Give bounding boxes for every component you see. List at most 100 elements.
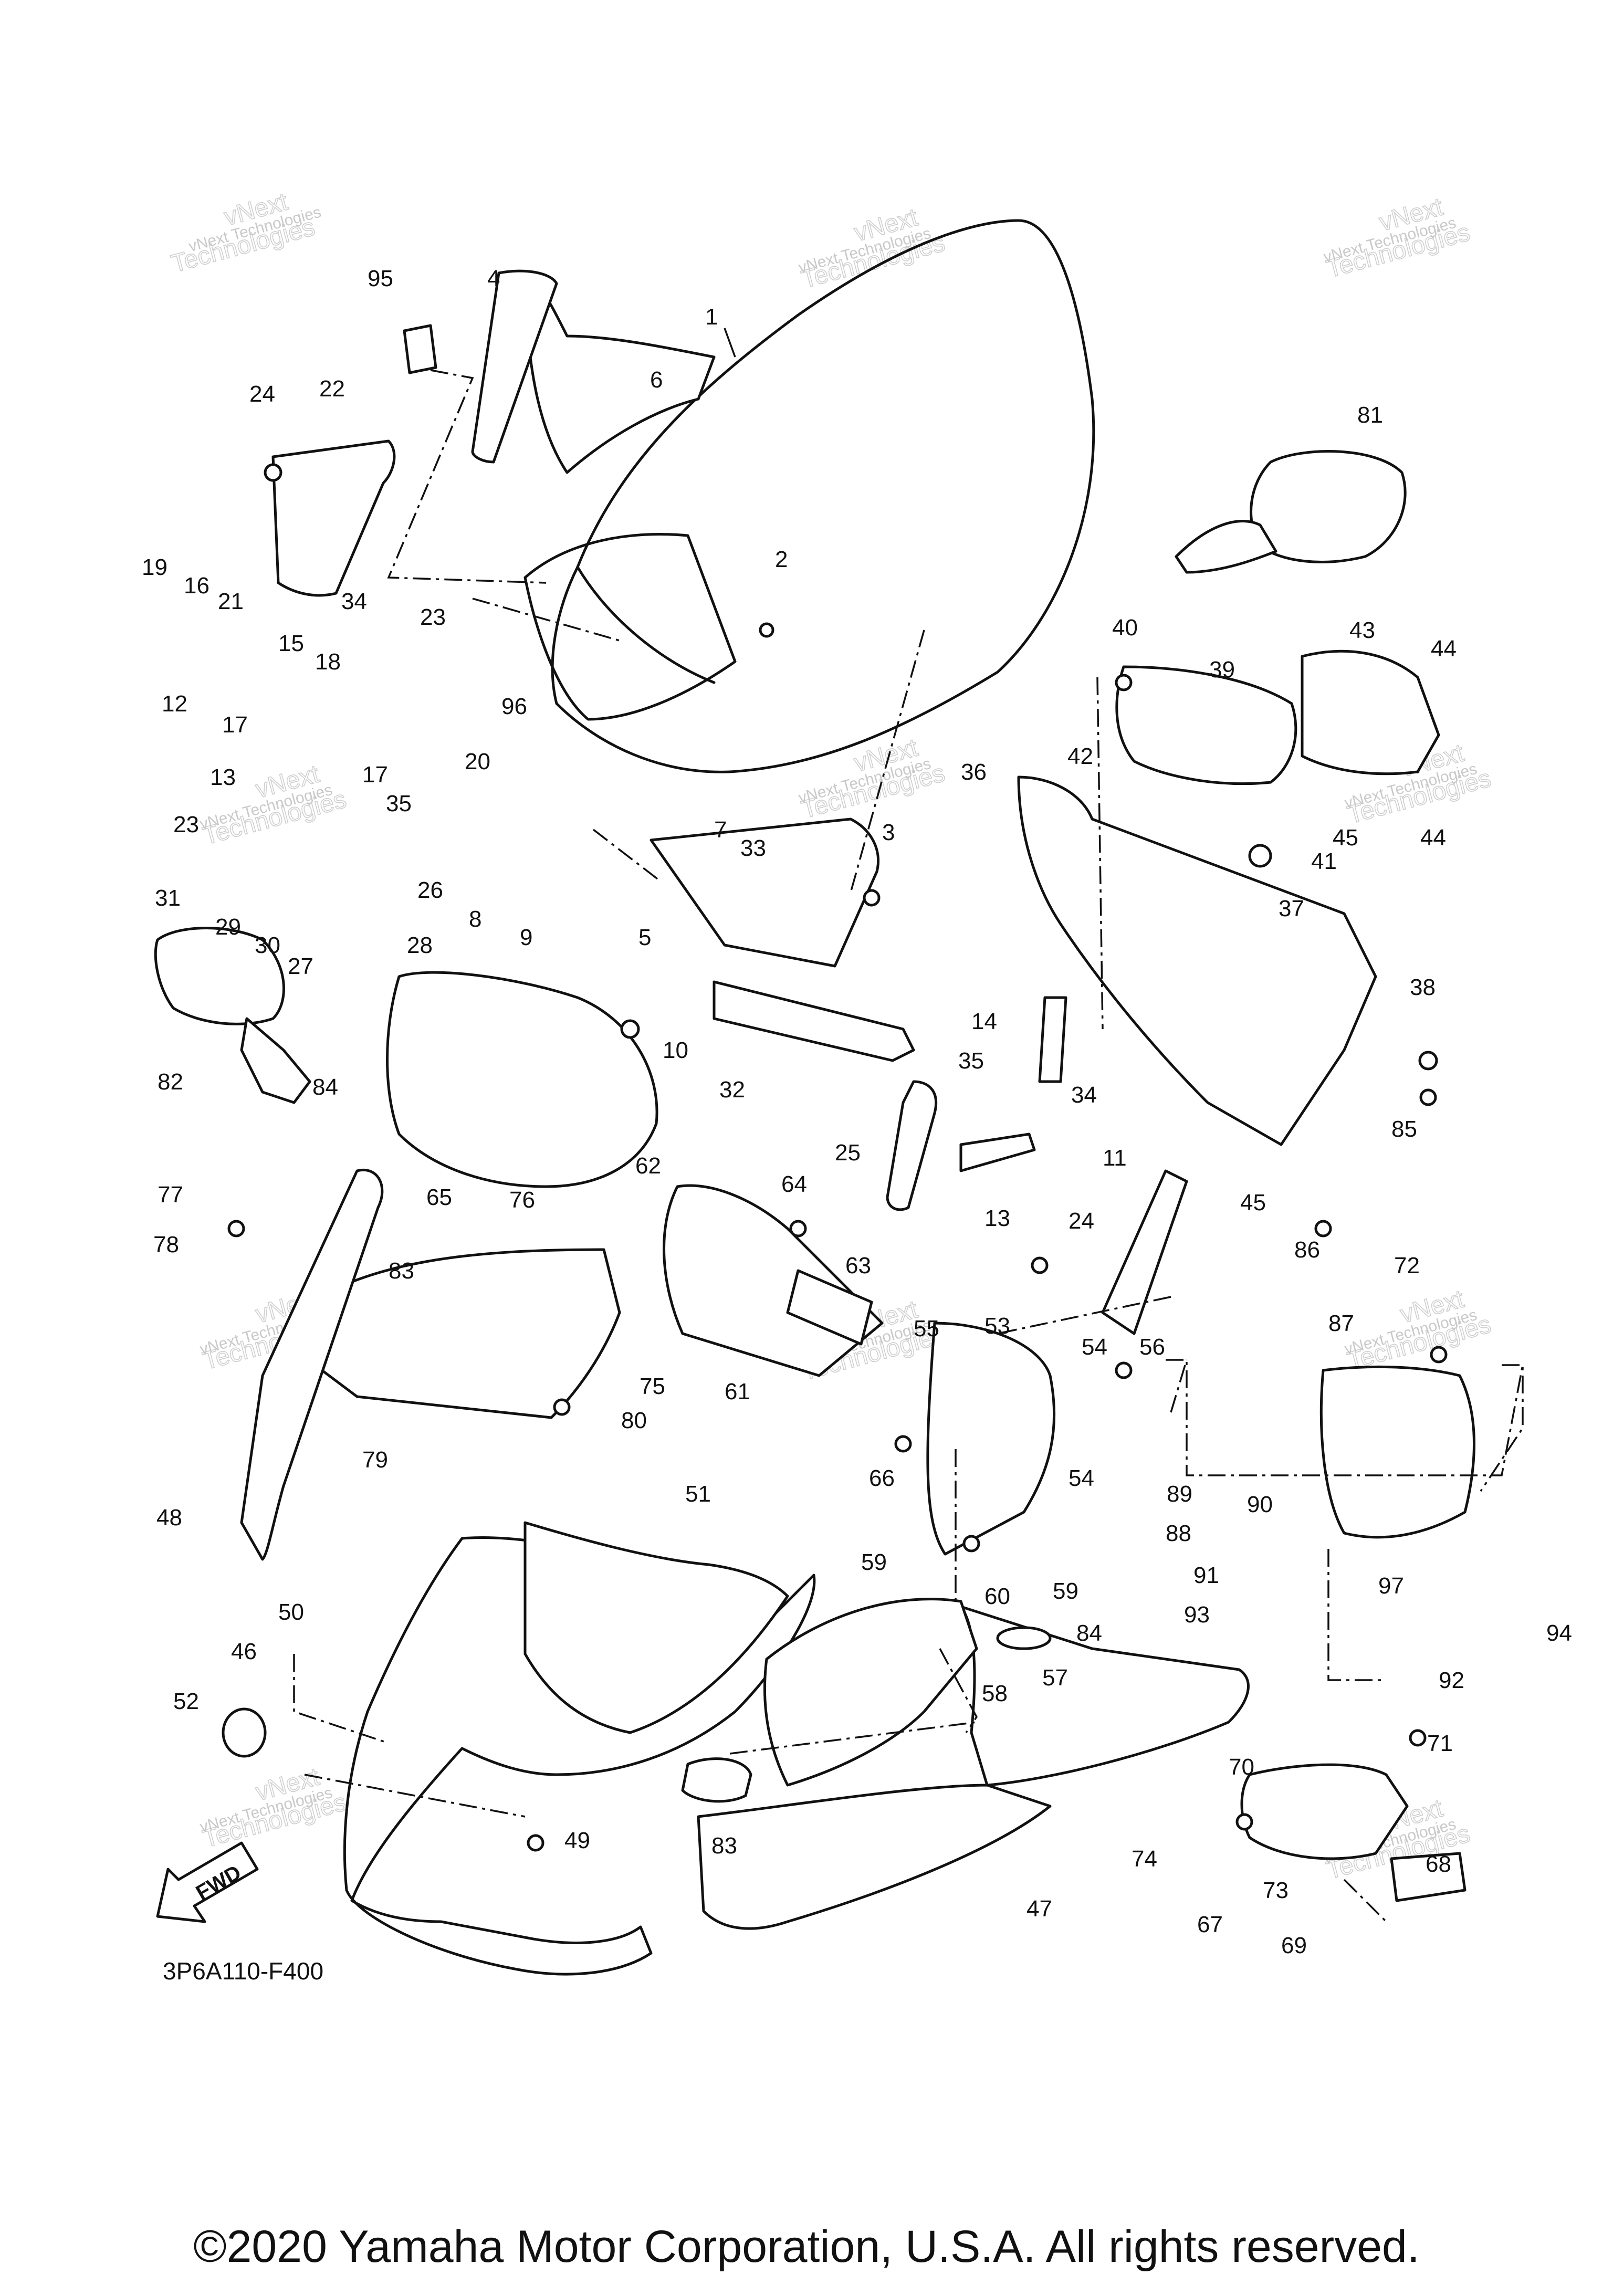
callout-84a: 84 <box>312 1074 338 1100</box>
callout-37: 37 <box>1279 896 1304 921</box>
callout-78: 78 <box>153 1232 179 1257</box>
callout-34a: 34 <box>341 589 367 614</box>
stay-32 <box>713 980 915 1062</box>
callout-65: 65 <box>426 1184 452 1210</box>
grommet-52 <box>222 1707 267 1758</box>
callout-24b: 24 <box>1069 1208 1094 1234</box>
mirror-right <box>1175 450 1407 574</box>
callout-44a: 44 <box>1431 636 1457 662</box>
callout-75: 75 <box>640 1374 665 1399</box>
callout-79: 79 <box>362 1447 388 1473</box>
inner-cowling <box>523 1521 789 1734</box>
callout-20: 20 <box>465 749 490 774</box>
callout-50: 50 <box>278 1599 304 1625</box>
bracket-73 <box>1240 1763 1409 1860</box>
callout-56: 56 <box>1139 1334 1165 1360</box>
dashed-lines <box>293 369 1524 1923</box>
callout-80: 80 <box>621 1408 647 1433</box>
duct-right <box>1301 649 1440 775</box>
duct-panel <box>471 269 558 464</box>
callout-6: 6 <box>650 367 663 393</box>
callout-58: 58 <box>982 1681 1008 1706</box>
copyright-footer: ©2020 Yamaha Motor Corporation, U.S.A. A… <box>193 2221 1420 2272</box>
callout-25: 25 <box>835 1140 861 1166</box>
callout-33: 33 <box>740 835 766 861</box>
callout-1: 1 <box>705 304 718 330</box>
callout-55: 55 <box>914 1316 939 1341</box>
rubber-83 <box>681 1757 752 1803</box>
callout-17a: 17 <box>222 712 248 738</box>
callout-84b: 84 <box>1076 1620 1102 1646</box>
callout-18: 18 <box>315 649 341 675</box>
callout-57: 57 <box>1042 1665 1068 1691</box>
under-cowling <box>697 1605 1250 1930</box>
callout-16: 16 <box>184 573 210 599</box>
callout-23a: 23 <box>420 604 446 630</box>
callouts: 1 2 3 4 5 6 7 8 9 10 11 12 13 13 14 15 1… <box>142 266 1572 1958</box>
callout-81: 81 <box>1357 402 1383 428</box>
callout-69: 69 <box>1281 1933 1307 1958</box>
callout-52: 52 <box>173 1689 199 1714</box>
callout-60: 60 <box>984 1584 1010 1609</box>
fwd-arrow-icon: FWD <box>156 1841 259 1923</box>
stay-63 <box>786 1269 873 1346</box>
callout-54a: 54 <box>1082 1334 1107 1360</box>
callout-12: 12 <box>162 691 187 717</box>
callout-77: 77 <box>158 1182 183 1208</box>
callout-22: 22 <box>319 376 345 402</box>
callout-45a: 45 <box>1333 825 1358 851</box>
callout-87: 87 <box>1328 1310 1354 1336</box>
callout-74: 74 <box>1132 1846 1157 1872</box>
callout-44b: 44 <box>1420 825 1446 851</box>
callout-41: 41 <box>1311 848 1337 874</box>
callout-8: 8 <box>469 906 481 932</box>
callout-14: 14 <box>971 1009 997 1034</box>
callout-46: 46 <box>231 1639 257 1664</box>
box-87 <box>1319 1365 1475 1539</box>
callout-97: 97 <box>1378 1573 1404 1599</box>
callout-89: 89 <box>1167 1481 1192 1507</box>
callout-83b: 83 <box>711 1833 737 1859</box>
callout-39: 39 <box>1209 657 1235 683</box>
panel-75 <box>292 1248 621 1419</box>
windshield <box>551 219 1095 773</box>
callout-63: 63 <box>845 1253 871 1278</box>
callout-96: 96 <box>501 694 527 719</box>
stay-1 <box>650 817 880 968</box>
callout-28: 28 <box>407 932 433 958</box>
callout-53: 53 <box>984 1313 1010 1339</box>
callout-9: 9 <box>520 925 532 950</box>
callout-40: 40 <box>1112 615 1138 641</box>
callout-17b: 17 <box>362 762 388 788</box>
stay-11 <box>1101 1169 1188 1335</box>
callout-35a: 35 <box>386 791 412 816</box>
callout-49: 49 <box>564 1828 590 1853</box>
callout-94: 94 <box>1546 1620 1572 1646</box>
leader-1 <box>724 328 736 358</box>
callout-15: 15 <box>278 631 304 656</box>
side-panel-right <box>763 1598 978 1787</box>
windshield-trim <box>525 271 716 474</box>
callout-43: 43 <box>1349 617 1375 643</box>
callout-2: 2 <box>775 547 788 572</box>
callout-67: 67 <box>1197 1912 1223 1937</box>
callout-54b: 54 <box>1069 1465 1094 1491</box>
callout-26: 26 <box>417 877 443 903</box>
callout-90: 90 <box>1247 1492 1273 1517</box>
callout-30: 30 <box>255 932 280 958</box>
bolts <box>227 463 1448 1852</box>
callout-3: 3 <box>882 820 895 845</box>
callout-35b: 35 <box>958 1048 984 1074</box>
label-95 <box>403 324 437 374</box>
callout-73: 73 <box>1263 1878 1289 1903</box>
callout-51: 51 <box>685 1481 711 1507</box>
callout-72: 72 <box>1394 1253 1420 1278</box>
callout-68: 68 <box>1426 1851 1451 1877</box>
callout-92: 92 <box>1439 1668 1464 1693</box>
callout-10: 10 <box>663 1037 688 1063</box>
callout-45b: 45 <box>1240 1190 1266 1215</box>
callout-86: 86 <box>1294 1237 1320 1263</box>
windshield-inner-panel <box>523 533 737 721</box>
callout-83a: 83 <box>389 1258 414 1284</box>
